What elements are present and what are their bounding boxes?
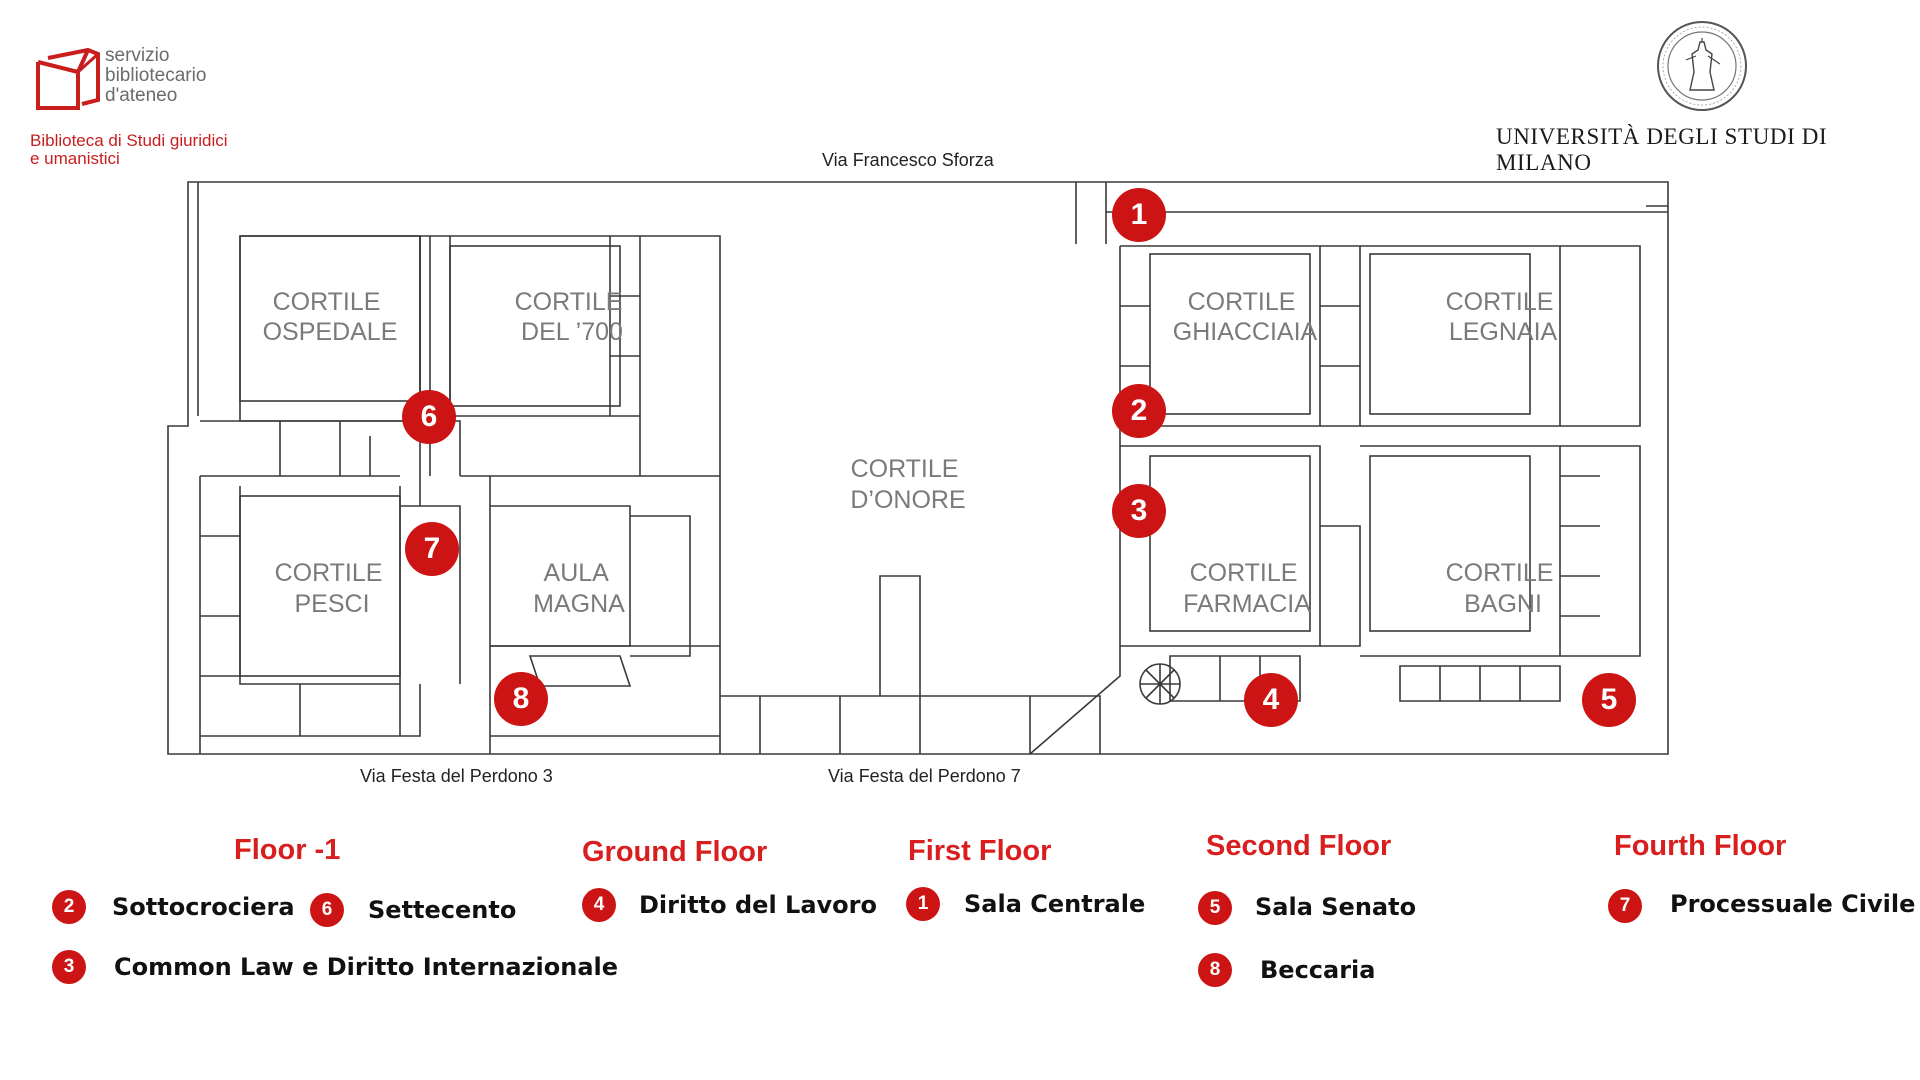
courtyard-legnaia-label: CORTILE LEGNAIA	[1446, 288, 1561, 346]
university-name: UNIVERSITÀ DEGLI STUDI DI MILANO	[1496, 124, 1828, 175]
courtyard-farmacia-line-1: CORTILE	[1190, 559, 1298, 587]
logo-line-1: servizio	[105, 45, 170, 66]
legend-room-settecento: Settecento	[368, 896, 517, 924]
legend-room-sottocrociera: Sottocrociera	[112, 893, 295, 921]
legend-first-floor-title: First Floor	[908, 835, 1052, 867]
courtyard-bagni-line-2: BAGNI	[1464, 590, 1542, 618]
courtyard-onore-line-2: D’ONORE	[850, 486, 965, 514]
legend-second-floor-title: Second Floor	[1206, 830, 1392, 862]
map-marker-6[interactable]: 6	[402, 390, 456, 444]
legend-dot-4: 4	[582, 888, 616, 922]
legend-room-processuale-civile: Processuale Civile	[1670, 890, 1916, 918]
courtyard-onore-line-1: CORTILE	[851, 455, 959, 483]
courtyard-farmacia-label: CORTILE FARMACIA	[1183, 559, 1311, 618]
logo-line-2: bibliotecario	[105, 65, 207, 86]
logo-line-3: d'ateneo	[105, 85, 178, 106]
courtyard-settecento-line-2: DEL ’700	[521, 318, 623, 346]
library-subtitle: Biblioteca di Studi giuridici e umanisti…	[30, 132, 228, 168]
courtyard-ghiacciaia-line-1: CORTILE	[1188, 288, 1296, 316]
courtyard-legnaia-line-1: CORTILE	[1446, 288, 1554, 316]
legend-dot-7: 7	[1608, 889, 1642, 923]
map-marker-2[interactable]: 2	[1112, 384, 1166, 438]
courtyard-ghiacciaia-label: CORTILE GHIACCIAIA	[1173, 288, 1318, 346]
courtyard-ospedale-line-2: OSPEDALE	[263, 318, 398, 346]
street-label-north: Via Francesco Sforza	[822, 150, 994, 170]
map-marker-8[interactable]: 8	[494, 672, 548, 726]
courtyard-bagni-label: CORTILE BAGNI	[1446, 559, 1561, 618]
courtyard-bagni-line-1: CORTILE	[1446, 559, 1554, 587]
map-marker-3[interactable]: 3	[1112, 484, 1166, 538]
courtyard-ospedale-label: CORTILE OSPEDALE	[263, 288, 398, 346]
courtyard-ghiacciaia-line-2: GHIACCIAIA	[1173, 318, 1318, 346]
courtyard-onore-label: CORTILE D’ONORE	[850, 455, 965, 514]
aula-magna-line-2: MAGNA	[533, 590, 625, 618]
legend-fourth-floor-title: Fourth Floor	[1614, 830, 1787, 862]
courtyard-legnaia-line-2: LEGNAIA	[1449, 318, 1558, 346]
courtyard-farmacia-line-2: FARMACIA	[1183, 590, 1311, 618]
legend-ground-floor-title: Ground Floor	[582, 836, 768, 868]
map-marker-4[interactable]: 4	[1244, 673, 1298, 727]
legend-room-sala-senato: Sala Senato	[1255, 893, 1417, 921]
floor-plan-map: CORTILE OSPEDALE CORTILE DEL ’700 CORTIL…	[167, 181, 1669, 755]
legend-room-common-law: Common Law e Diritto Internazionale	[114, 953, 619, 981]
map-marker-1[interactable]: 1	[1112, 188, 1166, 242]
street-label-south-left: Via Festa del Perdono 3	[360, 766, 553, 786]
map-marker-5[interactable]: 5	[1582, 673, 1636, 727]
legend-dot-1: 1	[906, 887, 940, 921]
legend-room-sala-centrale: Sala Centrale	[964, 890, 1146, 918]
library-subtitle-line-1: Biblioteca di Studi giuridici	[30, 131, 228, 150]
courtyard-settecento-label: CORTILE DEL ’700	[515, 288, 630, 346]
university-seal-icon	[1657, 21, 1747, 111]
aula-magna-label: AULA MAGNA	[533, 559, 625, 618]
legend-room-diritto-lavoro: Diritto del Lavoro	[639, 891, 877, 919]
library-subtitle-line-2: e umanistici	[30, 149, 120, 168]
legend-dot-3: 3	[52, 950, 86, 984]
courtyard-outlines	[239, 235, 1531, 677]
legend-dot-8: 8	[1198, 953, 1232, 987]
courtyard-settecento-line-1: CORTILE	[515, 288, 623, 316]
library-logo-icon	[36, 47, 100, 110]
legend-room-beccaria: Beccaria	[1260, 956, 1376, 984]
aula-magna-line-1: AULA	[544, 559, 610, 587]
courtyard-pesci-line-2: PESCI	[294, 590, 369, 618]
library-logo-text: servizio bibliotecario d'ateneo	[105, 46, 206, 106]
street-label-south-right: Via Festa del Perdono 7	[828, 766, 1021, 786]
courtyard-ospedale-line-1: CORTILE	[273, 288, 381, 316]
legend-dot-5: 5	[1198, 891, 1232, 925]
legend-dot-6: 6	[310, 893, 344, 927]
map-marker-7[interactable]: 7	[405, 522, 459, 576]
legend-dot-2: 2	[52, 890, 86, 924]
legend-floor-minus1-title: Floor -1	[234, 834, 341, 866]
courtyard-pesci-label: CORTILE PESCI	[275, 559, 390, 618]
courtyard-pesci-line-1: CORTILE	[275, 559, 383, 587]
